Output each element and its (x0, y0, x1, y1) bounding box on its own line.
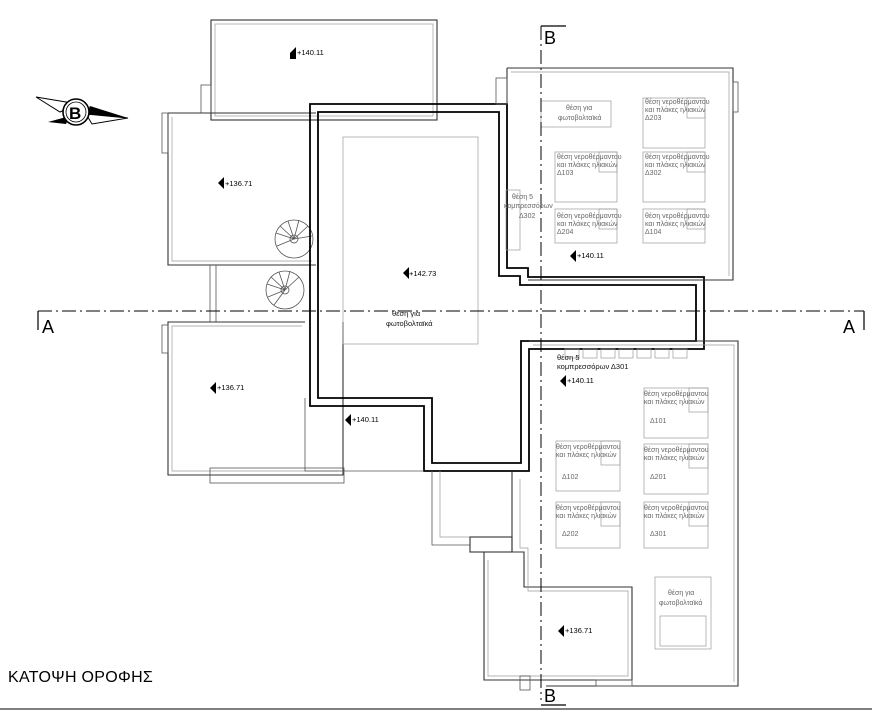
unit-label: Δ301 (650, 531, 666, 538)
heater-label: θέση νεροθέρμαντου (556, 504, 621, 512)
upper-left-terrace (161, 112, 316, 322)
section-line-a (37, 310, 865, 330)
north-symbol: Β (69, 104, 81, 123)
heater-label: και πλάκες ηλιακών (556, 451, 617, 459)
heater-label: και πλάκες ηλιακών (645, 220, 706, 228)
heater-label: θέση νεροθέρμαντου (645, 212, 710, 220)
unit-label: Δ103 (557, 170, 573, 177)
heater-slot-d201 (643, 443, 709, 495)
heater-label: θέση νεροθέρμαντου (556, 443, 621, 451)
section-a-label-left: A (42, 317, 54, 337)
unit-label: Δ101 (650, 418, 666, 425)
unit-label: Δ104 (645, 229, 661, 236)
heater-slot-d102 (555, 440, 621, 492)
heater-label: και πλάκες ηλιακών (644, 454, 705, 462)
heater-slot-d103 (554, 151, 618, 203)
elevation-upper-left: +136.71 (225, 179, 252, 188)
lower-right-block (529, 340, 739, 687)
section-b-label-top: B (544, 28, 556, 48)
unit-label: Δ203 (645, 115, 661, 122)
heater-label: και πλάκες ηλιακών (557, 220, 618, 228)
elevation-marker-icons (210, 47, 576, 637)
heater-slot-d203 (642, 97, 706, 149)
upper-pv-line1: θέση για (566, 104, 592, 112)
pv-slot-lower (654, 576, 712, 650)
elevation-mid-left: +140.11 (352, 415, 379, 424)
photovoltaic-area (342, 136, 479, 345)
upper-pv-line2: φωτοβολταϊκά (558, 114, 601, 122)
heater-label: θέση νεροθέρμαντου (644, 504, 709, 512)
heater-label: και πλάκες ηλιακών (645, 106, 706, 114)
heater-slot-d302 (642, 151, 706, 203)
elevation-top-terrace: +140.11 (297, 48, 324, 57)
spiral-stair-upper (274, 219, 314, 259)
elevation-right-lower: +140.11 (567, 376, 594, 385)
compressors-d302-line3: Δ302 (519, 213, 535, 220)
elevation-right-upper: +140.11 (577, 251, 604, 260)
lower-pv-line2: φωτοβολταϊκά (659, 599, 702, 607)
bottom-terrace (431, 471, 633, 691)
north-arrow-icon (35, 96, 129, 126)
unit-label: Δ102 (562, 474, 578, 481)
compressor-area-d302 (505, 189, 521, 251)
lower-left-terrace (161, 321, 345, 484)
pv-slot-upper (540, 100, 612, 128)
unit-label: Δ302 (645, 170, 661, 177)
center-label-line1: θέση για (392, 309, 421, 318)
section-b-label-bottom: B (544, 686, 556, 706)
heater-slot-d101 (643, 387, 709, 439)
heater-label: θέση νεροθέρμαντου (644, 390, 709, 398)
heater-label: θέση νεροθέρμαντου (644, 446, 709, 454)
spiral-stair-lower (265, 270, 305, 310)
compressors-d302-line1: θέση 5 (512, 193, 533, 201)
elevation-lower-left: +136.71 (217, 383, 244, 392)
elevation-center: +142.73 (409, 269, 436, 278)
compressors-d301-line2: κομπρεσσόρων Δ301 (557, 362, 628, 371)
elevation-bottom: +136.71 (565, 626, 592, 635)
section-line-b (540, 25, 566, 706)
unit-label: Δ201 (650, 474, 666, 481)
heater-label: και πλάκες ηλιακών (645, 161, 706, 169)
heater-label: και πλάκες ηλιακών (557, 161, 618, 169)
heater-label: και πλάκες ηλιακών (556, 512, 617, 520)
heater-label: θέση νεροθέρμαντου (557, 153, 622, 161)
compressors-d302-line2: κομπρεσσόρων (504, 202, 553, 210)
compressors-d301-line1: θέση 5 (557, 353, 580, 362)
heater-label: θέση νεροθέρμαντου (645, 98, 710, 106)
center-label-line2: φωτοβολταϊκά (386, 319, 433, 328)
lower-pv-line1: θέση για (668, 589, 694, 597)
heater-label: και πλάκες ηλιακών (644, 512, 705, 520)
heater-label: θέση νεροθέρμαντου (645, 153, 710, 161)
heater-label: θέση νεροθέρμαντου (557, 212, 622, 220)
unit-label: Δ204 (557, 229, 573, 236)
drawing-title: ΚΑΤΟΨΗ ΟΡΟΦΗΣ (8, 669, 154, 686)
unit-label: Δ202 (562, 531, 578, 538)
heater-label: και πλάκες ηλιακών (644, 398, 705, 406)
section-a-label-right: A (843, 317, 855, 337)
top-terrace (200, 19, 438, 121)
upper-right-block (495, 67, 739, 281)
